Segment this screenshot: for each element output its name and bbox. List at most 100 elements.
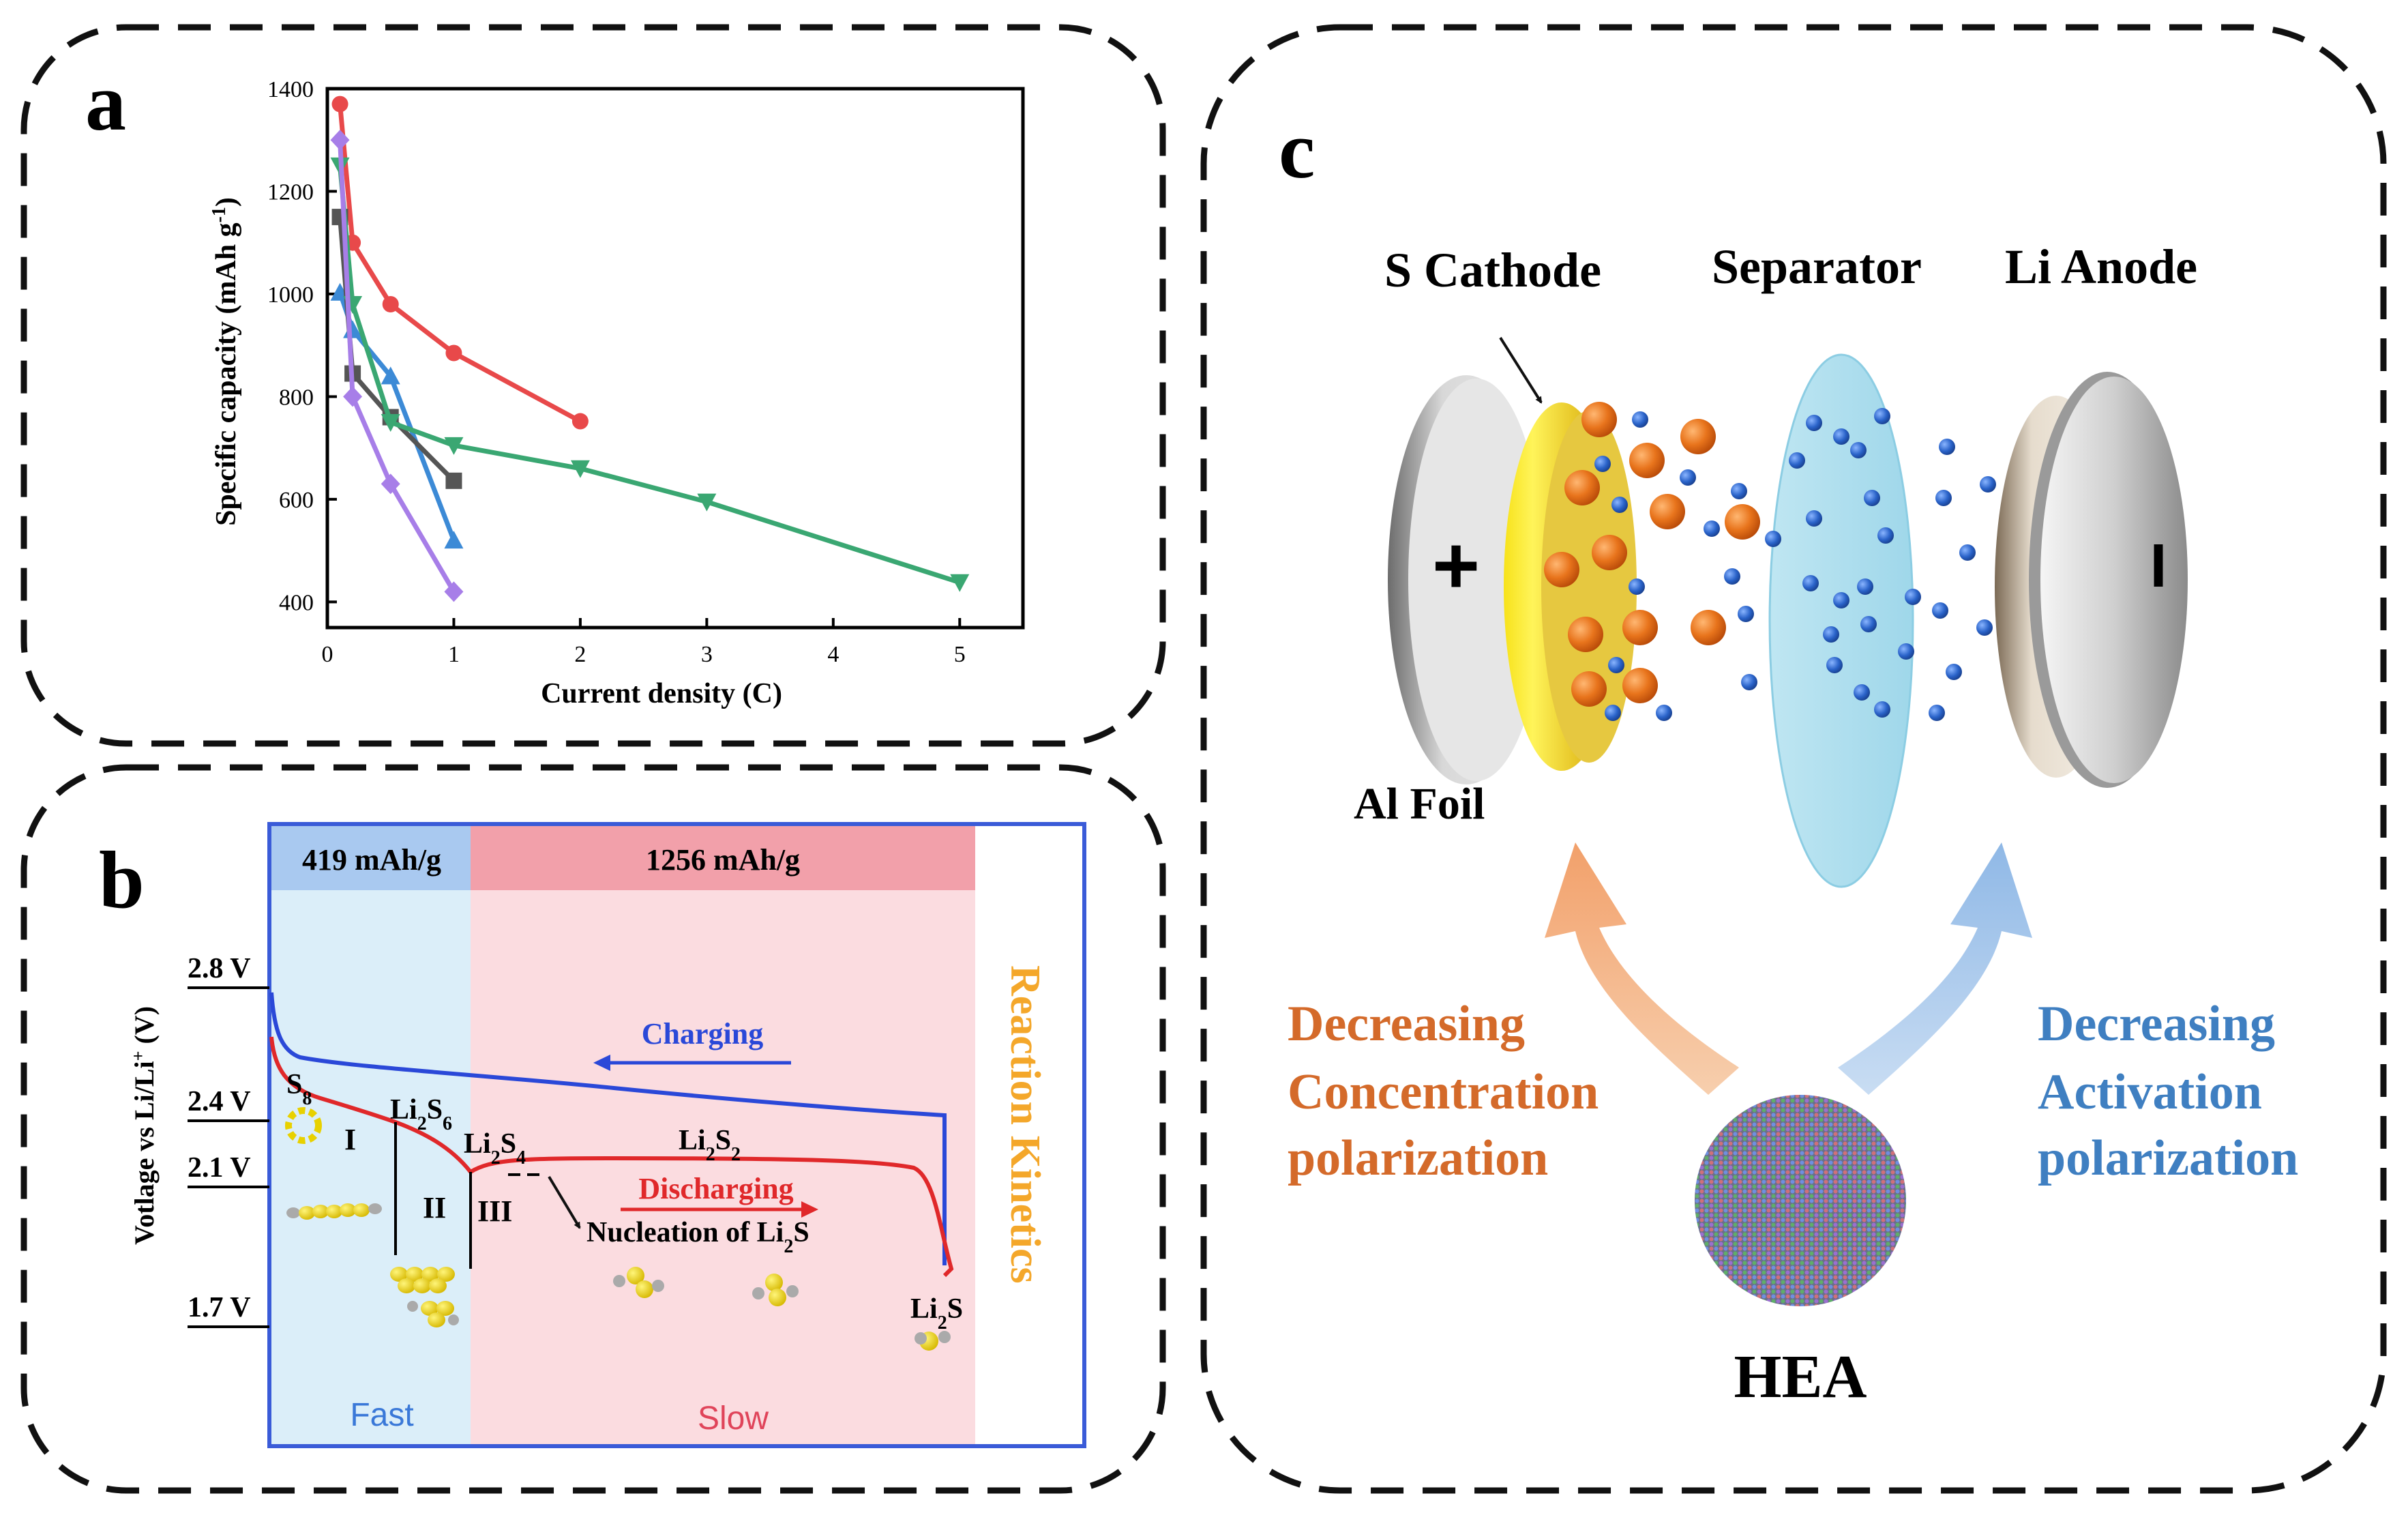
slow-label: Slow — [698, 1400, 769, 1437]
activation-text: Decreasing Activation polarization — [2038, 996, 2298, 1186]
data-point-2-3 — [445, 472, 462, 489]
data-point-4-0 — [330, 130, 350, 151]
al-foil-label: Al Foil — [1354, 779, 1485, 829]
minus-sign: I — [2150, 532, 2167, 600]
species-s8: S8 — [286, 1069, 312, 1109]
nucleation-label: Nucleation of Li2S — [586, 1217, 809, 1257]
data-point-3-6 — [950, 574, 970, 592]
voltage-label-2.4: 2.4 V — [188, 1086, 251, 1117]
left-curved-arrow — [1545, 842, 1739, 1095]
slow-header — [471, 825, 975, 890]
li2s2-molecule-1 — [613, 1267, 664, 1298]
li2s-molecule — [915, 1331, 951, 1351]
capacity-chart: 0 1 2 3 4 5 400 600 800 1000 1200 1400 Current dens… — [209, 77, 1025, 709]
discharging-label: Discharging — [638, 1172, 793, 1205]
diagram-frame — [267, 822, 1086, 1448]
lithium-ion-particles — [1594, 408, 1996, 721]
fast-label: Fast — [350, 1397, 413, 1433]
x-tick-label: 1 — [448, 642, 460, 667]
voltage-label-2.8: 2.8 V — [188, 953, 251, 984]
cathode-label: S Cathode — [1384, 243, 1601, 297]
data-point-0-4 — [571, 413, 589, 430]
nucleation-arrow — [548, 1175, 581, 1229]
capacity-right: 1256 mAh/g — [646, 843, 800, 877]
slow-region — [471, 825, 975, 1446]
li2s6-molecules — [390, 1267, 459, 1327]
capacity-left: 419 mAh/g — [302, 843, 441, 877]
hea-sphere — [1695, 1095, 1906, 1306]
chart-a-ylabel: Specific capacity (mAh g-1) — [209, 197, 243, 526]
panel-a-label: a — [85, 57, 126, 147]
panel-a-border — [20, 24, 1166, 747]
stage-II: II — [423, 1191, 446, 1224]
chain-molecule — [286, 1203, 382, 1220]
data-point-3-5 — [697, 493, 717, 512]
concentration-line-1: Decreasing — [1288, 996, 1525, 1052]
stage-I: I — [344, 1123, 356, 1156]
panel-b-label: b — [99, 834, 145, 925]
panel-b-border — [20, 764, 1166, 1494]
diagram-b-ylabel: Votlage vs Li/Li+ (V) — [128, 1006, 160, 1245]
species-li2s6: Li2S6 — [390, 1094, 452, 1134]
fast-header — [269, 825, 471, 890]
y-tick-label: 1400 — [267, 77, 314, 102]
y-tick-label: 1000 — [267, 282, 314, 308]
panel-c-border — [1200, 24, 2387, 1494]
species-li2s: Li2S — [910, 1293, 963, 1334]
anode-label: Li Anode — [2005, 239, 2197, 294]
data-point-0-0 — [331, 96, 348, 113]
x-tick-label: 0 — [322, 642, 333, 667]
chart-a-plot-frame — [325, 87, 1025, 630]
separator-label: Separator — [1712, 239, 1922, 294]
data-point-0-2 — [382, 296, 399, 312]
activation-line-1: Decreasing — [2038, 996, 2275, 1052]
series-line-3 — [338, 165, 961, 585]
data-point-0-3 — [445, 344, 462, 362]
y-tick-label: 600 — [279, 488, 314, 513]
x-tick-label: 2 — [574, 642, 586, 667]
li-anode-disc: I — [1995, 372, 2188, 788]
charging-curve — [269, 992, 947, 1265]
x-tick-label: 5 — [954, 642, 966, 667]
chart-a-xlabel: Current density (C) — [541, 678, 782, 709]
s8-ring-molecule — [285, 1107, 322, 1144]
li2s2-molecule-2 — [752, 1274, 799, 1306]
data-point-1-2 — [381, 366, 400, 385]
polysulfide-particles — [1544, 402, 1760, 707]
data-point-3-3 — [444, 437, 464, 455]
hea-label: HEA — [1734, 1343, 1867, 1411]
species-li2s2: Li2S2 — [679, 1125, 741, 1165]
species-li2s4: Li2S4 — [464, 1128, 526, 1169]
right-curved-arrow — [1838, 842, 2032, 1095]
concentration-text: Decreasing Concentration polarization — [1288, 996, 1599, 1186]
discharging-curve — [269, 1036, 954, 1278]
data-point-3-2 — [381, 414, 400, 432]
x-tick-label: 3 — [701, 642, 713, 667]
reaction-kinetics-label: Reaction Kinetics — [1002, 965, 1048, 1284]
data-point-4-3 — [444, 581, 464, 602]
activation-line-3: polarization — [2038, 1130, 2298, 1186]
y-tick-label: 800 — [279, 385, 314, 410]
y-tick-label: 1200 — [267, 179, 314, 205]
data-point-4-1 — [343, 386, 363, 407]
fast-region — [269, 825, 471, 1446]
concentration-line-3: polarization — [1288, 1130, 1548, 1186]
discharge-diagram: 419 mAh/g 1256 mAh/g 2.8 V 2.4 V 2.1 V 1… — [128, 822, 1086, 1448]
data-point-1-3 — [444, 531, 464, 549]
al-foil-disc: + — [1388, 375, 1545, 784]
concentration-line-2: Concentration — [1288, 1064, 1599, 1120]
data-point-4-2 — [381, 473, 400, 495]
separator-disc — [1768, 353, 1914, 888]
charging-label: Charging — [642, 1017, 763, 1050]
y-tick-label: 400 — [279, 590, 314, 615]
stage-III: III — [477, 1194, 512, 1228]
cathode-pointer — [1499, 336, 1543, 404]
voltage-axis: 2.8 V 2.4 V 2.1 V 1.7 V — [188, 953, 269, 1328]
plus-sign: + — [1432, 520, 1480, 611]
activation-line-2: Activation — [2038, 1064, 2262, 1120]
voltage-label-1.7: 1.7 V — [188, 1292, 251, 1323]
x-tick-label: 4 — [827, 642, 839, 667]
series-line-4 — [338, 140, 456, 593]
data-point-3-4 — [570, 460, 590, 478]
